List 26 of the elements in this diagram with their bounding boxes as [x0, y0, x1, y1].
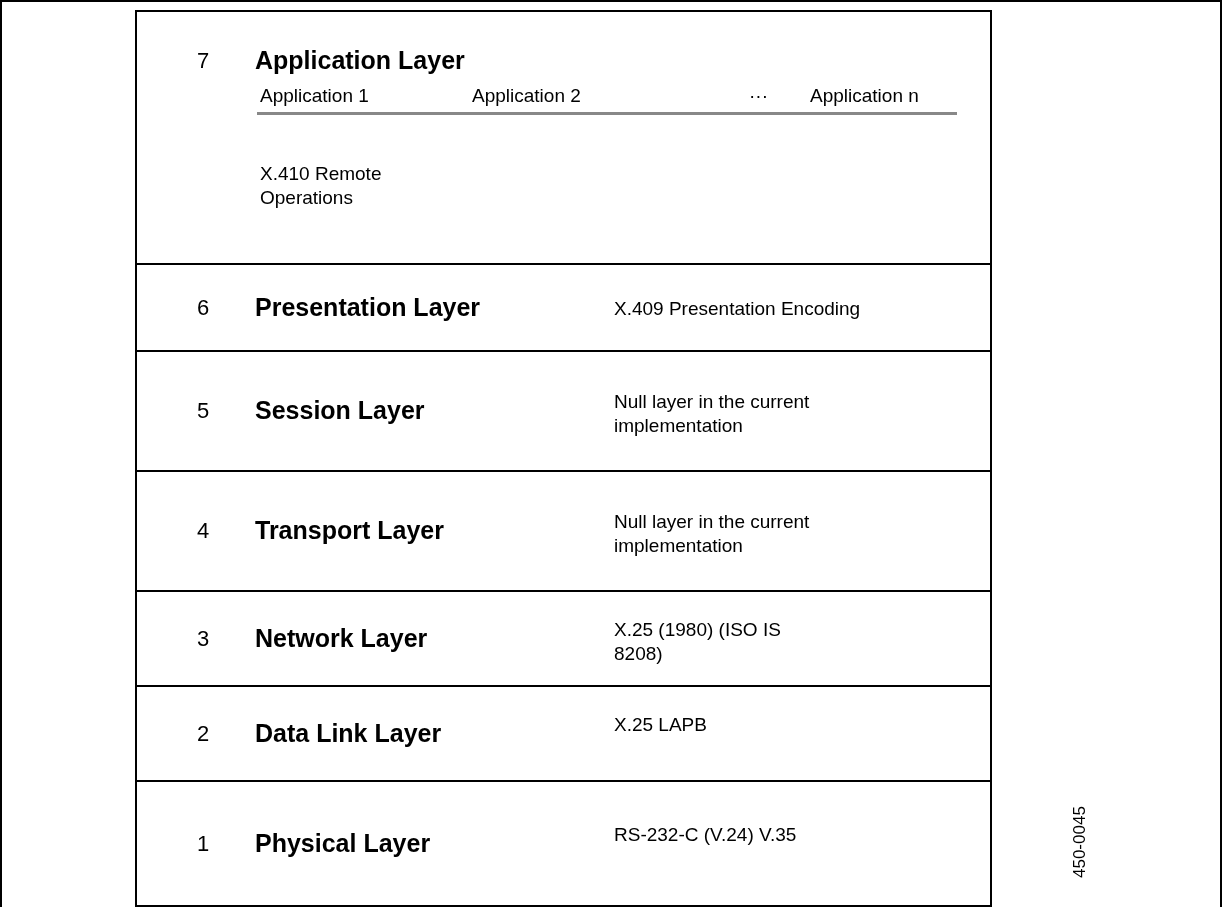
layer-name: Transport Layer [255, 516, 444, 545]
protocol-text: Null layer in the current implementation [614, 390, 811, 438]
protocol-text: Null layer in the current implementation [614, 510, 811, 558]
layer-number: 5 [197, 398, 210, 424]
protocol-text: RS-232-C (V.24) V.35 [614, 822, 798, 847]
layer-number: 7 [197, 48, 210, 74]
protocol-text: X.410 Remote Operations [260, 162, 383, 210]
protocol-text: X.25 LAPB [614, 712, 708, 737]
layer-name: Presentation Layer [255, 292, 481, 322]
application-name: Application n [810, 84, 919, 108]
layer-name: Application Layer [255, 46, 465, 75]
application-name: Application 1 [260, 84, 369, 108]
layer-name: Physical Layer [255, 828, 431, 858]
layer-number: 4 [197, 518, 210, 544]
application-name: Application 2 [472, 84, 581, 108]
protocol-text: X.409 Presentation Encoding [614, 296, 862, 321]
protocol-text: X.25 (1980) (ISO IS 8208) [614, 617, 782, 666]
layer-number: 2 [197, 720, 210, 747]
layer-name: Network Layer [255, 623, 428, 653]
layer-name: Session Layer [255, 396, 425, 425]
layer-number: 3 [197, 625, 210, 652]
figure-code: 450-0045 [1070, 806, 1090, 878]
layer-name: Data Link Layer [255, 718, 442, 748]
layer-number: 1 [197, 830, 210, 857]
application-name: ··· [749, 84, 768, 108]
layer-number: 6 [197, 294, 210, 321]
